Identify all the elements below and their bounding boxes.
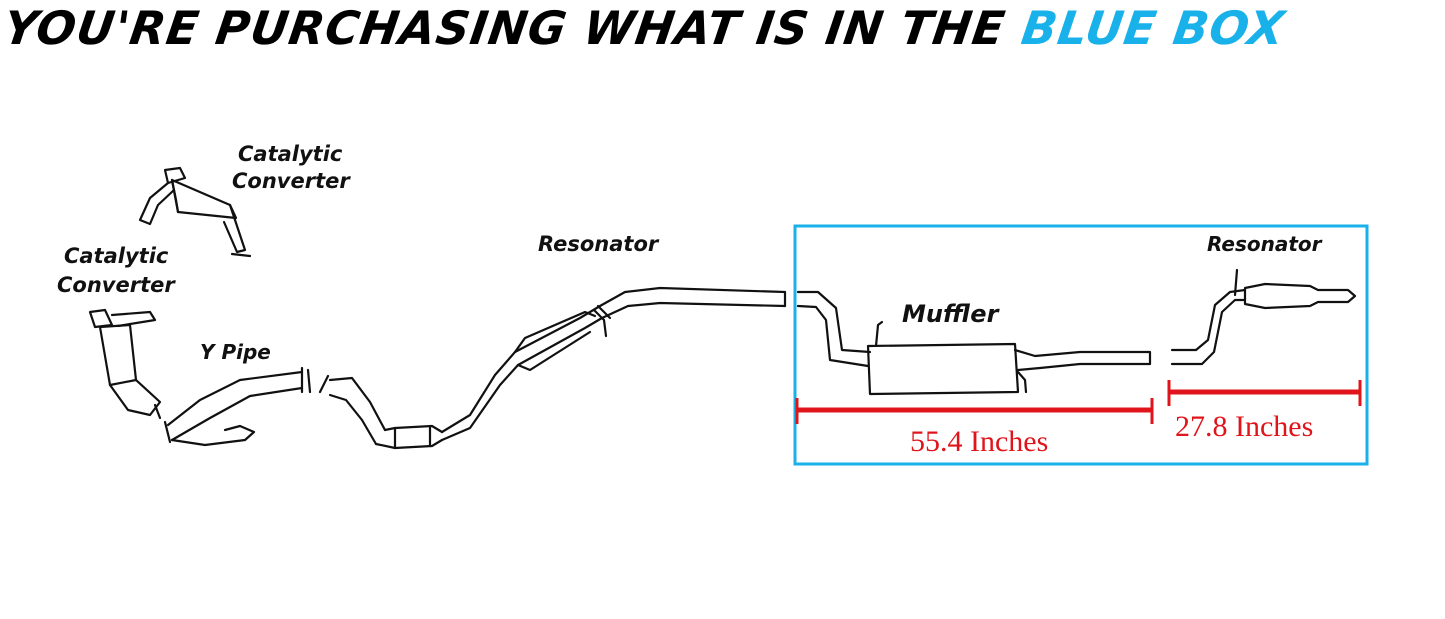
label-cat-left-2: Converter — [57, 273, 176, 297]
catalytic-converter-top-drawing — [138, 166, 252, 258]
measure-resonator-text: 27.8 Inches — [1175, 410, 1313, 443]
measure-resonator — [1167, 380, 1362, 406]
label-y-pipe: Y Pipe — [200, 340, 271, 364]
label-muffler: Muffler — [902, 300, 1001, 328]
mid-pipe-drawing — [318, 286, 787, 450]
measure-muffler — [795, 398, 1154, 424]
catalytic-converter-left-drawing — [88, 308, 162, 420]
y-pipe-drawing — [163, 366, 312, 447]
blue-box — [793, 224, 1369, 466]
rear-resonator-drawing — [1170, 268, 1357, 366]
muffler-drawing — [796, 290, 1152, 396]
label-resonator-right: Resonator — [1207, 232, 1323, 256]
label-cat-left-1: Catalytic — [64, 244, 169, 268]
label-resonator-mid: Resonator — [538, 232, 660, 256]
measure-muffler-text: 55.4 Inches — [910, 425, 1048, 458]
label-cat-top-2: Converter — [232, 169, 351, 193]
label-cat-top-1: Catalytic — [238, 142, 343, 166]
